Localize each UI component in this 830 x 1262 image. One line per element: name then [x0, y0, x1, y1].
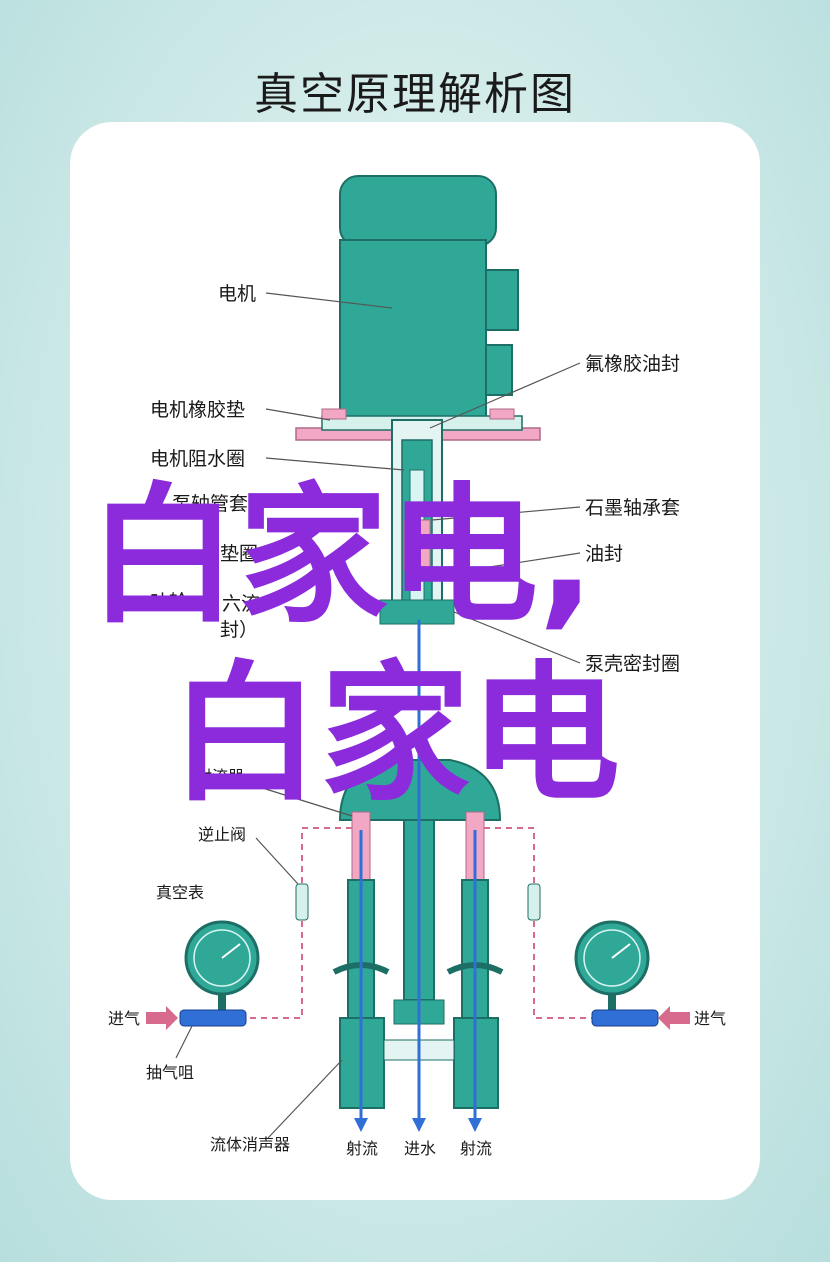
label-body-seal-ring: 泵壳密封圈: [585, 653, 680, 675]
label-air-in-right: 进气: [694, 1009, 726, 1028]
label-motor-rubber-pad: 电机橡胶垫: [150, 399, 245, 421]
label-pump-shaft-sleeve: 泵轴管套: [172, 493, 248, 515]
label-motor-water-ring: 电机阻水圈: [150, 448, 245, 470]
vacuum-gauge-left: [179, 920, 260, 1027]
label-fluoro-seal: 氟橡胶油封: [585, 353, 680, 375]
watermark-line-1: 白家电,: [88, 470, 595, 644]
label-motor: 电机: [218, 283, 256, 305]
label-impeller: 叶轮: [150, 591, 188, 613]
label-vacuum-gauge: 真空表: [156, 883, 204, 902]
label-fluid-muffler: 流体消声器: [210, 1135, 290, 1154]
pump-shaft: [379, 419, 455, 625]
label-seal: 封）: [220, 619, 258, 641]
label-six-flow: 六流: [222, 593, 260, 615]
flow-arrows: [354, 620, 482, 1132]
label-air-in-left: 进气: [108, 1009, 140, 1028]
label-graphite-bearing: 石墨轴承套: [585, 497, 680, 519]
check-valve-left: [295, 883, 309, 921]
leader-lines: [175, 292, 581, 1139]
label-jet-flow-2: 射流: [460, 1139, 492, 1158]
check-valve-right: [527, 883, 541, 921]
page-title: 真空原理解析图: [254, 69, 576, 120]
air-lines: [226, 827, 600, 1019]
label-check-valve: 逆止阀: [198, 825, 246, 844]
label-jet-flow: 射流: [346, 1139, 378, 1158]
vacuum-gauge-right: [574, 920, 659, 1027]
label-suction-block: 抽气咀: [146, 1063, 194, 1082]
label-gasket: 垫圈: [220, 543, 258, 565]
air-in-arrow-left: [146, 1006, 178, 1030]
label-water-in: 进水: [404, 1139, 436, 1158]
label-oil-seal: 油封: [585, 543, 623, 565]
label-ejector: 射流器: [196, 767, 244, 786]
air-in-arrow-right: [658, 1006, 690, 1030]
watermark-line-2: 白家电: [170, 648, 621, 822]
motor-body: [339, 175, 519, 419]
